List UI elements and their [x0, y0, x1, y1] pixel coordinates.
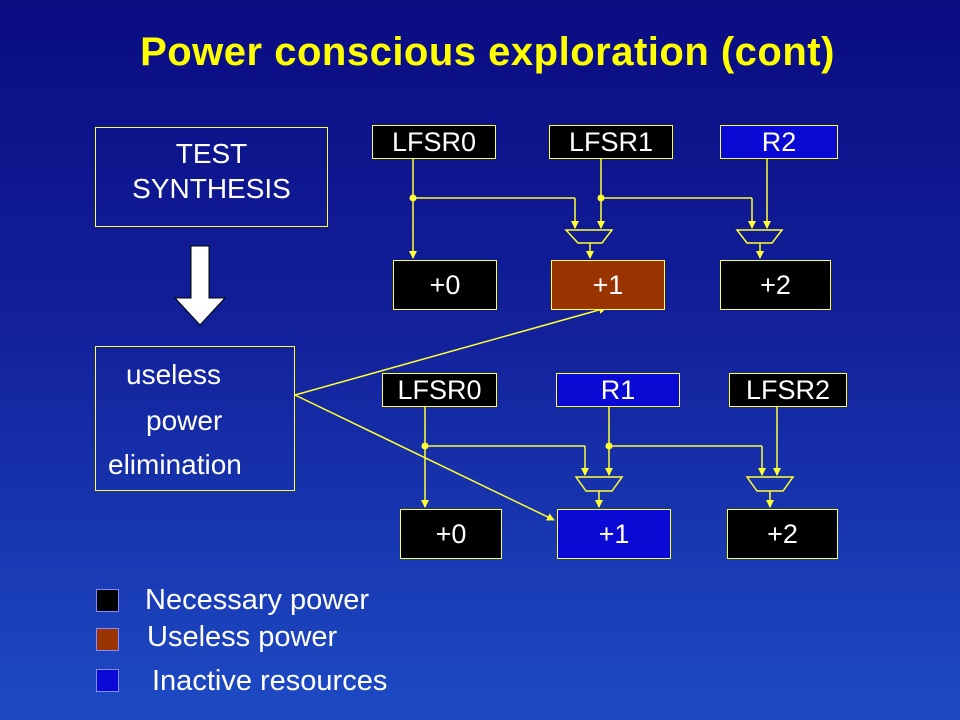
test-synthesis-line-1: TEST [175, 138, 248, 169]
legend-useless-swatch [96, 628, 119, 651]
bottom-source-lfsr2: LFSR2 [729, 373, 847, 407]
down-arrow-icon [173, 245, 227, 326]
bottom-adder-plus2: +2 [727, 509, 838, 559]
test-synthesis-line-2: SYNTHESIS [132, 173, 291, 204]
top-source-r2: R2 [720, 125, 838, 159]
top-source-lfsr1: LFSR1 [549, 125, 673, 159]
legend-necessary-label: Necessary power [145, 584, 370, 616]
top-adder-plus2: +2 [720, 260, 831, 310]
legend-inactive-swatch [96, 669, 119, 692]
top-adder-plus1: +1 [551, 260, 665, 310]
bottom-adder-plus1: +1 [557, 509, 671, 559]
bottom-source-lfsr0: LFSR0 [382, 373, 497, 407]
bottom-source-r1: R1 [556, 373, 680, 407]
legend-inactive-label: Inactive resources [152, 665, 388, 697]
useless-power-line-1: useless [126, 359, 221, 390]
useless-power-line-3: elimination [108, 449, 242, 480]
top-adder-plus0: +0 [393, 260, 497, 310]
legend-necessary-swatch [96, 589, 119, 612]
test-synthesis-box: TEST SYNTHESIS [95, 127, 328, 227]
slide-title: Power conscious exploration (cont) [140, 30, 835, 74]
useless-power-elimination-box: useless power elimination [95, 346, 295, 491]
bottom-adder-plus0: +0 [400, 509, 502, 559]
legend-useless-label: Useless power [147, 621, 338, 653]
top-source-lfsr0: LFSR0 [372, 125, 496, 159]
useless-power-line-2: power [146, 405, 223, 436]
